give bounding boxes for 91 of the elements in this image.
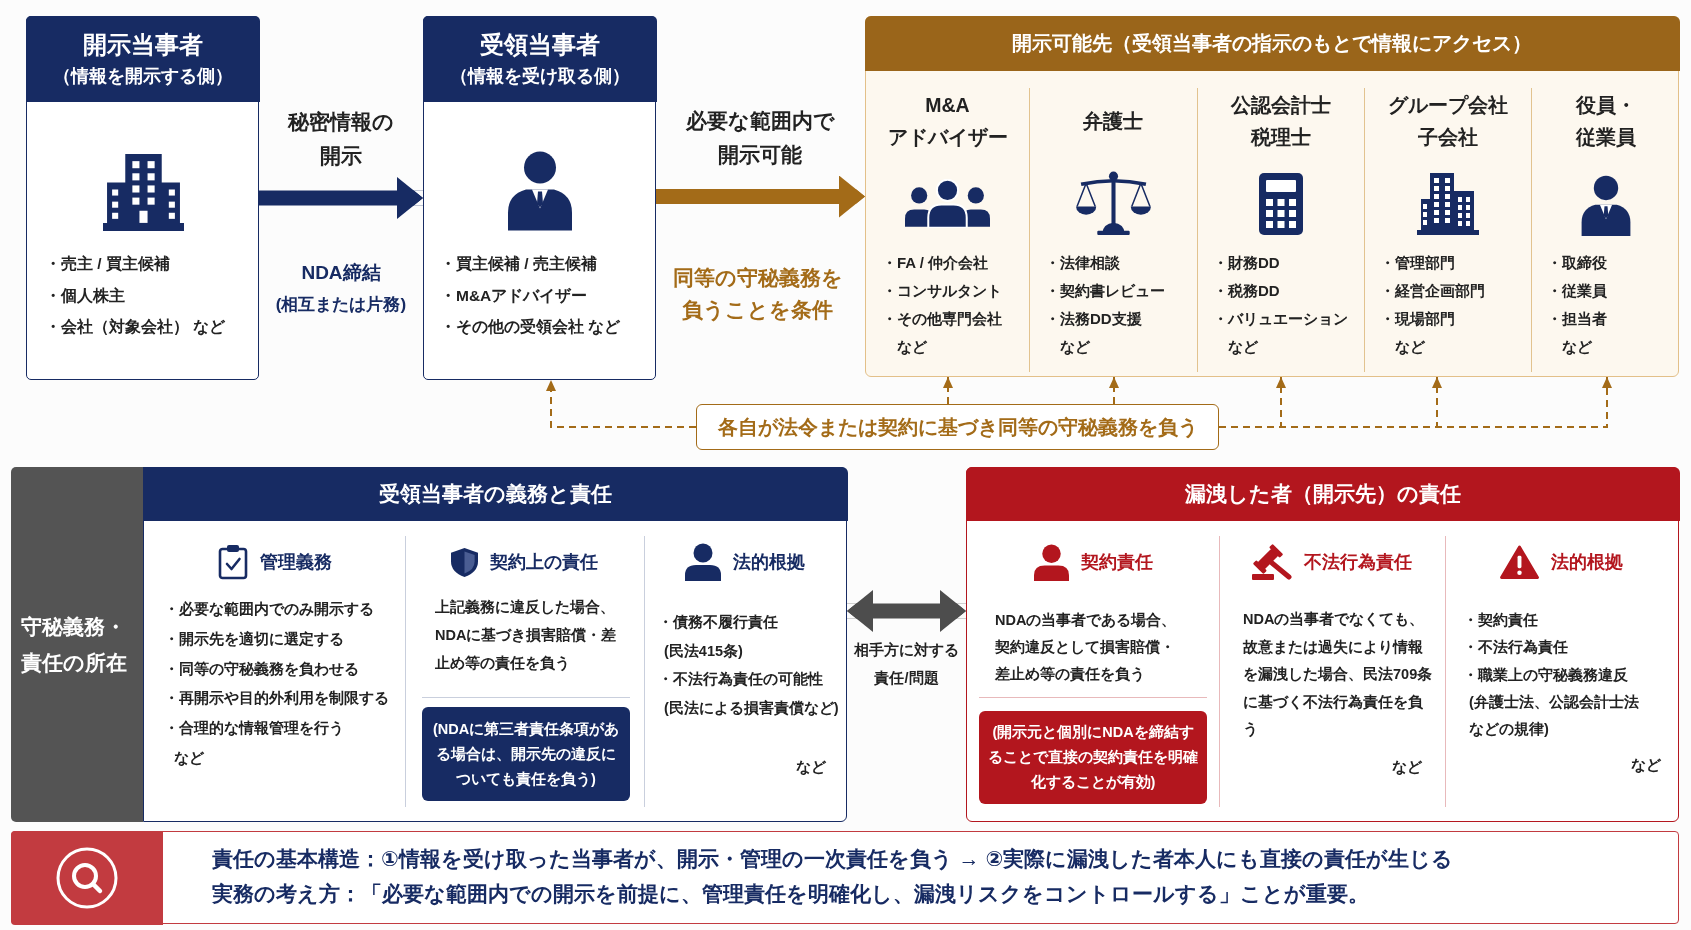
list-item: ・同等の守秘義務を負わせる bbox=[164, 659, 359, 679]
note-text: (NDAに第三者責任条項がある場合は、開示先の違反についても責任を負う) bbox=[431, 719, 621, 789]
list-item: ・会社（対象会社） など bbox=[45, 317, 226, 338]
column-title: 管理義務 bbox=[259, 551, 332, 574]
column-title: 子会社 bbox=[1417, 125, 1478, 150]
card-subtitle: （情報を開示する側） bbox=[52, 64, 233, 88]
list-item: ・再開示や目的外利用を制限する bbox=[164, 689, 389, 709]
list-item-note: (民法415条) bbox=[664, 641, 743, 661]
list-item: ・従業員 bbox=[1547, 281, 1607, 301]
list-item-note: (民法による損害責償など) bbox=[664, 699, 839, 719]
list-item: ・必要な範囲内でのみ開示する bbox=[164, 600, 374, 619]
list-item: ・取締役 bbox=[1547, 253, 1607, 273]
column-title: 法的根拠 bbox=[732, 551, 805, 574]
card-title: 受領当事者 bbox=[479, 29, 600, 60]
list-item: ・合理的な情報管理を行う bbox=[164, 719, 344, 739]
list-item: ・FA / 仲介会社 bbox=[882, 253, 989, 273]
list-item: ・債務不履行責任 bbox=[658, 613, 778, 632]
list-item: ・その他専門会社 bbox=[882, 309, 1002, 329]
list-item: ・その他の受領会社 など bbox=[440, 317, 621, 338]
body-text: NDAの当事者でなくても、故意または過失により情報を漏洩した場合、民法709条に基づく不法行為責任を負う bbox=[1243, 610, 1434, 739]
column-title: 契約上の責任 bbox=[490, 551, 598, 574]
list-note: など bbox=[897, 337, 927, 357]
section-panel bbox=[865, 16, 1679, 377]
list-item: ・契約書レビュー bbox=[1045, 281, 1165, 301]
panel-title: 受領当事者の義務と責任 bbox=[378, 480, 612, 507]
list-note: など bbox=[1392, 758, 1422, 777]
party-card bbox=[423, 16, 656, 380]
column-title: 公認会計士 bbox=[1230, 93, 1331, 118]
panel-title: 開示可能先（受領当事者の指示のもとで情報にアクセス） bbox=[1012, 31, 1532, 57]
list-item: ・不法行為責任の可能性 bbox=[658, 670, 823, 690]
list-item: ・コンサルタント bbox=[882, 281, 1002, 301]
column-title: M&A アドバイザー bbox=[886, 93, 1009, 150]
annotation: NDA締結 bbox=[301, 261, 381, 285]
column-title: 税理士 bbox=[1250, 125, 1311, 150]
list-item: ・M&Aアドバイザー bbox=[440, 285, 588, 306]
annotation: 同等の守秘義務を負うことを条件 bbox=[672, 265, 844, 324]
list-item: ・法律相談 bbox=[1045, 253, 1120, 273]
list-item: ・職業上の守秘義務違反 bbox=[1463, 665, 1628, 685]
body-text: NDAの当事者である場合、契約違反として損害賠償・差止め等の責任を負う bbox=[995, 611, 1178, 684]
list-item: ・不法行為責任 bbox=[1463, 638, 1568, 658]
list-note: など bbox=[1395, 337, 1425, 357]
list-item: ・買主候補 / 売主候補 bbox=[440, 254, 597, 274]
card-title: 開示当事者 bbox=[82, 29, 203, 60]
edge-label: 必要な範囲内で開示可能 bbox=[685, 107, 836, 168]
note-text: (開示元と個別にNDAを締結することで直接の契約責任を明確化することが有効) bbox=[987, 723, 1199, 792]
card-subtitle: （情報を受け取る側） bbox=[449, 64, 630, 88]
list-note: など bbox=[1228, 337, 1258, 357]
dashed-arrow bbox=[546, 379, 697, 428]
dashed-arrow bbox=[1109, 376, 1119, 405]
list-item: ・契約責任 bbox=[1463, 611, 1538, 630]
list-note: など bbox=[1060, 337, 1090, 357]
list-note: など bbox=[796, 758, 826, 777]
list-item-note: (弁護士法、公認会計士法などの規律) bbox=[1469, 692, 1640, 740]
band-label: 守秘義務・責任の所在 bbox=[21, 613, 129, 676]
column-title: グループ会社 bbox=[1387, 93, 1508, 118]
note-box bbox=[422, 707, 630, 801]
column-title: 弁護士 bbox=[1083, 109, 1143, 134]
column-title: 不法行為責任 bbox=[1304, 551, 1412, 574]
section-panel bbox=[143, 467, 847, 822]
list-item: ・バリュエーション bbox=[1213, 309, 1348, 329]
edge-label: 相手方に対する責任/問題 bbox=[853, 641, 960, 688]
party-card bbox=[26, 16, 259, 380]
annotation: (相互または片務) bbox=[275, 294, 407, 316]
list-item: ・個人株主 bbox=[45, 285, 125, 306]
side-band bbox=[11, 467, 143, 822]
list-item: ・管理部門 bbox=[1380, 253, 1455, 273]
list-note: など bbox=[1631, 756, 1661, 775]
list-item: ・税務DD bbox=[1213, 281, 1280, 301]
note-box bbox=[979, 711, 1207, 804]
column-title: 契約責任 bbox=[1080, 551, 1153, 574]
callout-text: 各自が法令または契約に基づき同等の守秘義務を負う bbox=[717, 415, 1198, 440]
list-item: ・経営企画部門 bbox=[1380, 281, 1485, 301]
summary-bar bbox=[11, 831, 1679, 924]
list-item: ・売主 / 買主候補 bbox=[45, 254, 170, 274]
list-note: など bbox=[1562, 337, 1592, 357]
edge-label: 秘密情報の開示 bbox=[286, 109, 395, 169]
list-note: など bbox=[174, 749, 204, 768]
section-panel bbox=[966, 467, 1679, 822]
list-item: ・財務DD bbox=[1213, 253, 1280, 273]
list-item: ・開示先を適切に選定する bbox=[164, 629, 344, 649]
panel-title: 漏洩した者（開示先）の責任 bbox=[1184, 480, 1461, 507]
dashed-arrow bbox=[943, 376, 953, 405]
column-title: 役員・従業員 bbox=[1574, 93, 1637, 150]
body-text: 上記義務に違反した場合、NDAに基づき損害賠償・差止め等の責任を負う bbox=[435, 598, 618, 673]
list-item: ・担当者 bbox=[1547, 309, 1607, 329]
summary-text: 責任の基本構造：①情報を受け取った当事者が、開示・管理の一次責任を負う → ②実際に漏洩した者本人にも直接の責任が生じる bbox=[212, 846, 1454, 873]
summary-text: 実務の考え方：「必要な範囲内での開示を前提に、管理責任を明確化し、漏洩リスクをコントロールする」ことが重要。 bbox=[212, 880, 1369, 908]
column-title: 法的根拠 bbox=[1550, 551, 1623, 574]
callout-box bbox=[696, 404, 1219, 450]
list-item: ・法務DD支援 bbox=[1045, 309, 1142, 329]
list-item: ・現場部門 bbox=[1380, 309, 1455, 329]
